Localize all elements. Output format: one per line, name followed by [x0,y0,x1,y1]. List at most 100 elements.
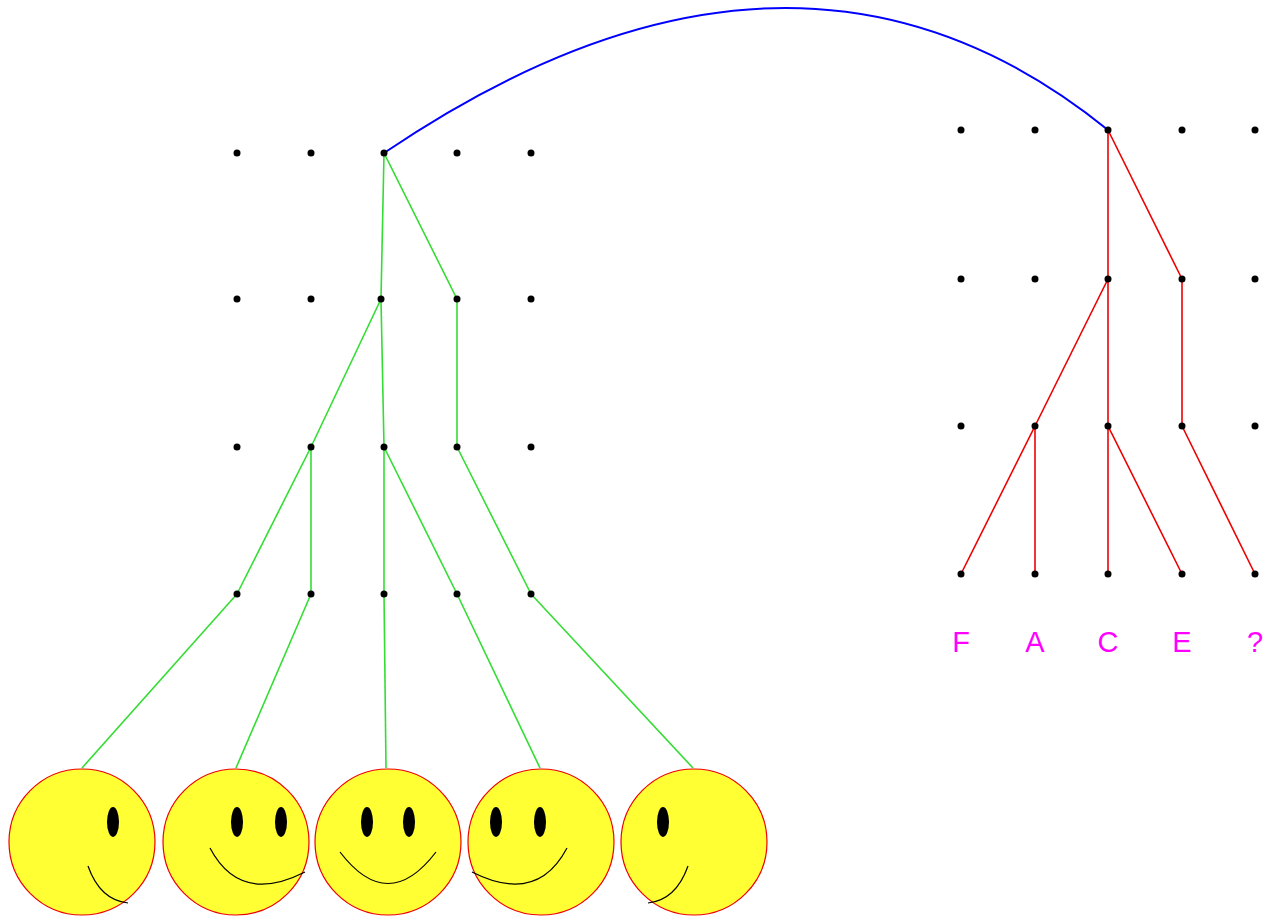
grid-dot [1179,276,1186,283]
face-smile [340,852,436,884]
face-smile [648,866,688,903]
face-eye [403,807,415,837]
green-branch [237,447,311,594]
red-branch [1107,426,1109,574]
green-branch [456,299,458,447]
grid-dot [528,296,535,303]
grid-dot [381,444,388,451]
grid-dot [1105,571,1112,578]
face-circle [468,769,614,915]
grid-dot [234,296,241,303]
face-eye [657,807,669,837]
green-branch [310,447,312,594]
grid-dot [1032,276,1039,283]
leaf-letter: E [1172,628,1191,657]
grid-dot [1032,571,1039,578]
green-branch [82,594,237,768]
grid-dot [958,571,965,578]
red-branch [1182,426,1255,574]
green-branch [384,594,386,768]
grid-dot [308,296,315,303]
grid-dot [1252,127,1259,134]
red-branch [1108,130,1182,279]
smiley-face [315,769,461,915]
grid-dot [1032,423,1039,430]
face-smile [210,848,305,884]
smiley-face [163,769,309,915]
smiley-face [621,769,767,915]
green-branch [383,447,385,594]
grid-dot [1032,127,1039,134]
grid-dot [1252,571,1259,578]
face-eye [361,807,373,837]
face-eye [490,807,502,837]
green-branch [531,594,693,768]
red-branch [1107,279,1109,426]
grid-dot [1105,127,1112,134]
grid-dot [1105,276,1112,283]
red-branch [1107,130,1109,279]
grid-dot [378,296,385,303]
grid-dot [234,444,241,451]
grid-dot [234,591,241,598]
smiley-face [9,769,155,915]
grid-dot [381,591,388,598]
green-branch [311,299,381,447]
grid-dot [528,591,535,598]
green-branch [381,153,384,299]
red-branch [961,426,1035,574]
face-eye [231,807,243,837]
leaf-letter: ? [1247,628,1263,657]
grid-dot [308,444,315,451]
grid-dot [308,150,315,157]
grid-dot [381,150,388,157]
grid-dot [1105,423,1112,430]
green-branch [384,153,457,299]
red-branch [1181,279,1183,426]
red-tree [961,130,1255,574]
leaf-letter: C [1098,628,1119,657]
face-circle [315,769,461,915]
grid-dot [1179,127,1186,134]
grid-dot [454,150,461,157]
face-circle [9,769,155,915]
grid-dot [528,444,535,451]
green-branch [457,594,540,768]
face-circle [621,769,767,915]
face-eye [107,807,119,837]
red-branch [1035,279,1108,426]
grid-dot [1252,423,1259,430]
grid-dot [454,444,461,451]
grid-dot [1179,423,1186,430]
red-branch [1034,426,1036,574]
red-branch [1108,426,1182,574]
blue-arc [384,8,1108,153]
smiley-face [468,769,614,915]
grid-dot [958,423,965,430]
grid-dot [528,150,535,157]
grid-dot [234,150,241,157]
leaf-letter: F [952,628,970,657]
green-tree [82,153,693,768]
grid-dot [308,591,315,598]
grid-dot [958,276,965,283]
grid-dot [1179,571,1186,578]
grid-dot [958,127,965,134]
grid-dot [454,296,461,303]
green-branch [384,447,457,594]
right-dot-grid [958,127,1259,578]
face-eye [534,807,546,837]
green-branch [381,299,384,447]
green-branch [457,447,531,594]
grid-dot [454,591,461,598]
face-smile [88,866,128,903]
left-dot-grid [234,150,535,598]
leaf-letter: A [1025,628,1044,657]
grid-dot [1252,276,1259,283]
face-eye [275,807,287,837]
face-circle [163,769,309,915]
green-branch [236,594,311,768]
face-smile [472,848,567,884]
